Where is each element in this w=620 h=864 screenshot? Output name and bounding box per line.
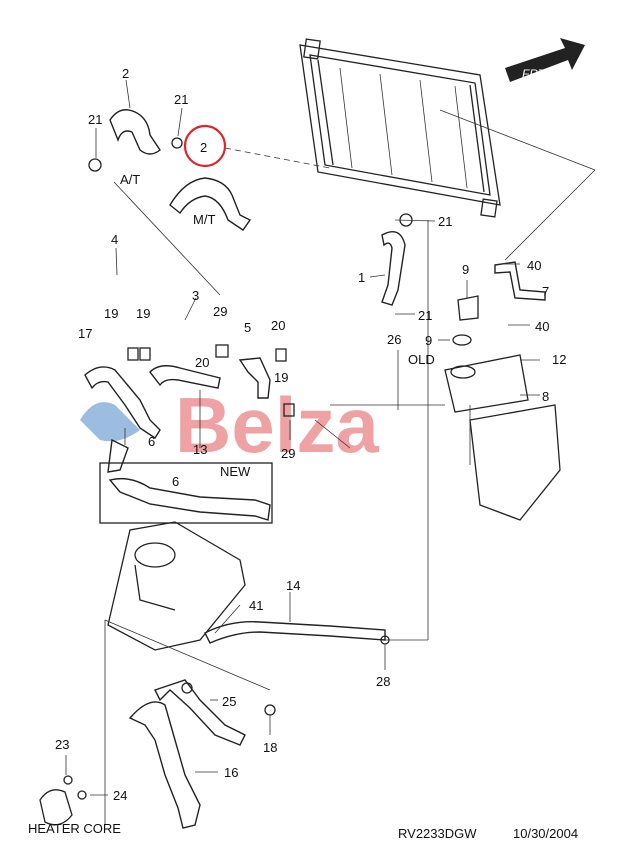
- callout-3: 3: [192, 288, 199, 303]
- lower-hoses: [39, 621, 390, 829]
- label-old: OLD: [408, 352, 435, 367]
- hose-1: [381, 231, 406, 306]
- callout-labels: 2 21 21 2 A/T M/T 21 4 3 1 21 9 40 7 40 …: [55, 66, 566, 803]
- radiator: [299, 38, 501, 218]
- callout-2-circled: 2: [200, 140, 207, 155]
- callout-20-a: 20: [195, 355, 209, 370]
- callout-13: 13: [193, 442, 207, 457]
- callout-6-b: 6: [172, 474, 179, 489]
- callout-9-a: 9: [462, 262, 469, 277]
- callout-29-a: 29: [213, 304, 227, 319]
- footer-code: RV2233DGW: [398, 826, 477, 841]
- coolant-reservoir: [444, 261, 561, 521]
- callout-4: 4: [111, 232, 118, 247]
- upper-hoses: [88, 109, 413, 231]
- callout-28: 28: [376, 674, 390, 689]
- callout-23: 23: [55, 737, 69, 752]
- callout-16: 16: [224, 765, 238, 780]
- callout-25: 25: [222, 694, 236, 709]
- callout-18: 18: [263, 740, 277, 755]
- label-at: A/T: [120, 172, 140, 187]
- callout-1: 1: [358, 270, 365, 285]
- leader-lines: [65, 79, 596, 825]
- watermark-text: Belza: [175, 381, 379, 469]
- callout-40-b: 40: [535, 319, 549, 334]
- callout-19-a: 19: [104, 306, 118, 321]
- callout-21-b: 21: [88, 112, 102, 127]
- heater-core-label: HEATER CORE: [28, 821, 121, 836]
- callout-29-b: 29: [281, 446, 295, 461]
- label-new: NEW: [220, 464, 251, 479]
- callout-26: 26: [387, 332, 401, 347]
- forward-arrow: FRT: [505, 38, 585, 82]
- callout-41: 41: [249, 598, 263, 613]
- callout-19-b: 19: [136, 306, 150, 321]
- callout-6-a: 6: [148, 434, 155, 449]
- label-mt: M/T: [193, 212, 215, 227]
- callout-12: 12: [552, 352, 566, 367]
- highlight-circle: [183, 124, 227, 168]
- callout-5: 5: [244, 320, 251, 335]
- frt-label: FRT: [522, 67, 547, 81]
- callout-21-c: 21: [438, 214, 452, 229]
- callout-17: 17: [78, 326, 92, 341]
- middle-hoses: [84, 344, 295, 524]
- callout-14: 14: [286, 578, 300, 593]
- engine-assembly: [107, 521, 246, 651]
- callout-8: 8: [542, 389, 549, 404]
- callout-21-d: 21: [418, 308, 432, 323]
- callout-7: 7: [542, 284, 549, 299]
- callout-40-a: 40: [527, 258, 541, 273]
- callout-9-b: 9: [425, 333, 432, 348]
- callout-21-a: 21: [174, 92, 188, 107]
- callout-19-c: 19: [274, 370, 288, 385]
- callout-24: 24: [113, 788, 127, 803]
- callout-2-top: 2: [122, 66, 129, 81]
- footer-date: 10/30/2004: [513, 826, 578, 841]
- callout-20-b: 20: [271, 318, 285, 333]
